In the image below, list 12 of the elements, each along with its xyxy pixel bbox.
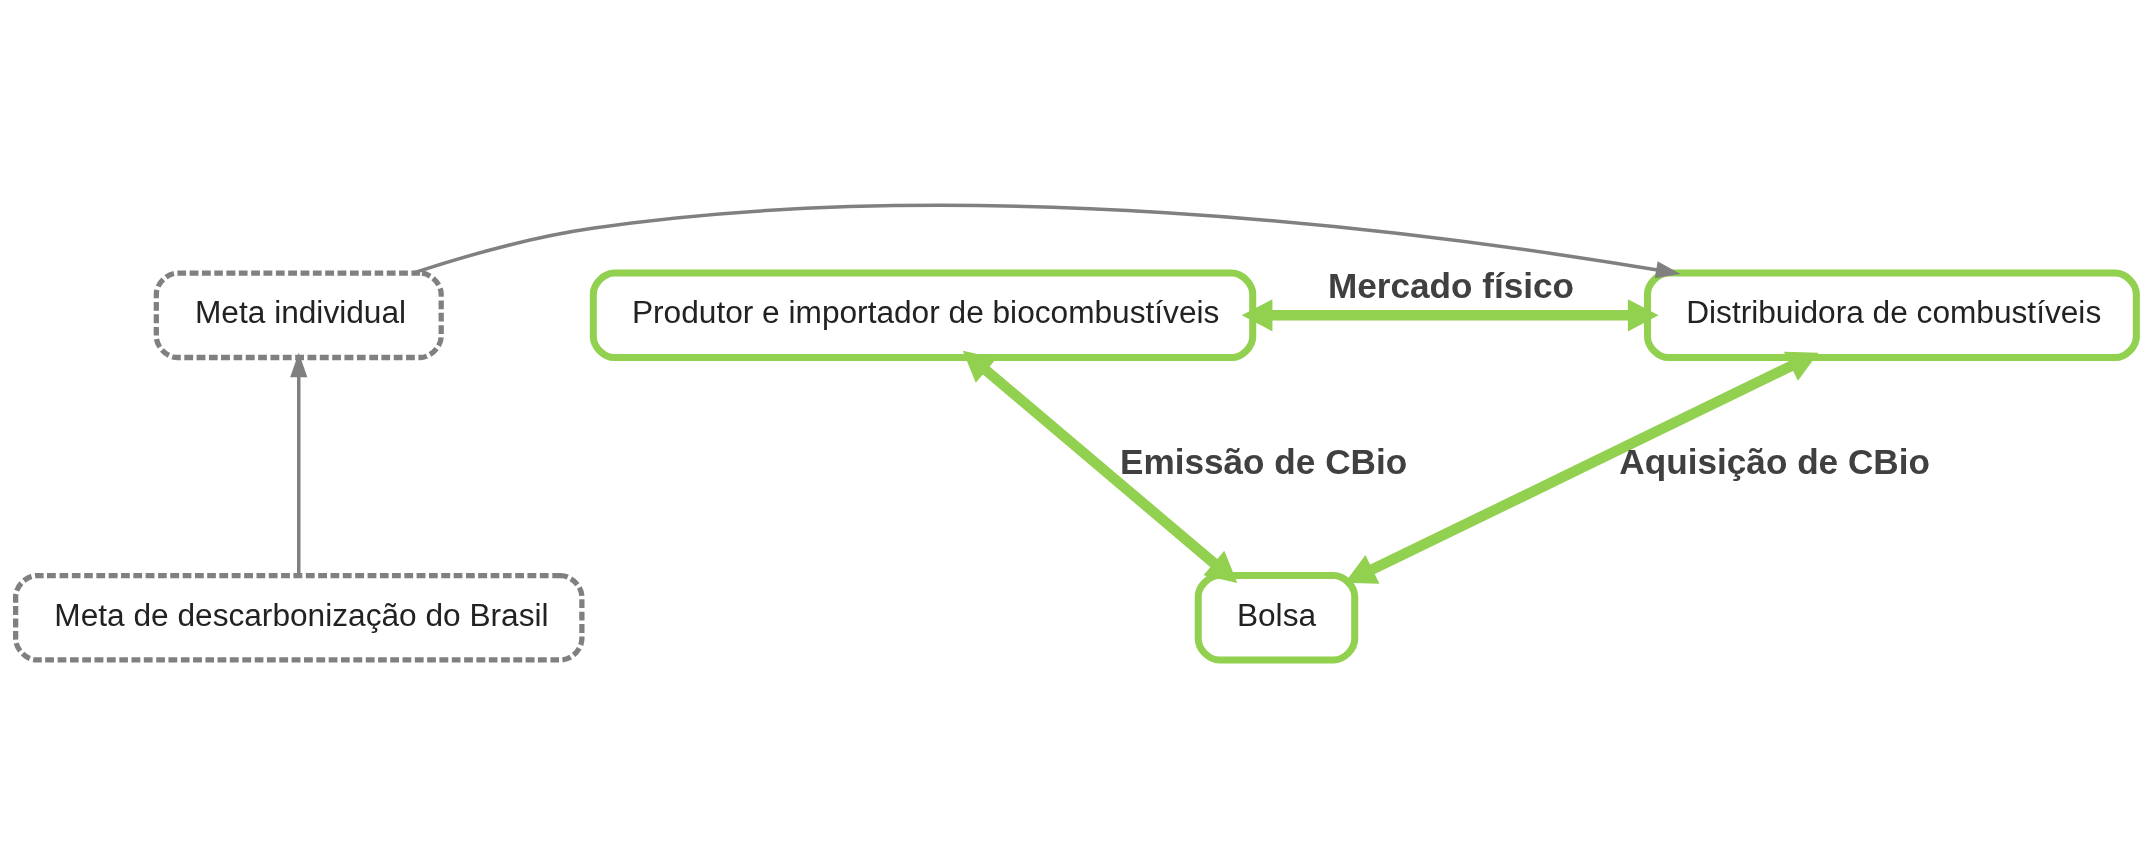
- node-box: Distribuidora de combustíveis: [1644, 269, 2140, 362]
- edge-label: Aquisição de CBio: [1619, 441, 1930, 481]
- edge-label: Emissão de CBio: [1119, 441, 1408, 481]
- arrow: [412, 203, 1681, 279]
- node-box: Bolsa: [1194, 572, 1359, 664]
- node-box: Meta de descarbonização do Brasil: [13, 572, 585, 663]
- arrow: [962, 350, 1238, 583]
- arrow: [290, 352, 308, 576]
- edge-label: Mercado físico: [1327, 265, 1575, 305]
- node-box: Produtor e importador de biocombustíveis: [589, 269, 1257, 362]
- arrow: [1241, 299, 1659, 332]
- node-box: Meta individual: [153, 270, 444, 361]
